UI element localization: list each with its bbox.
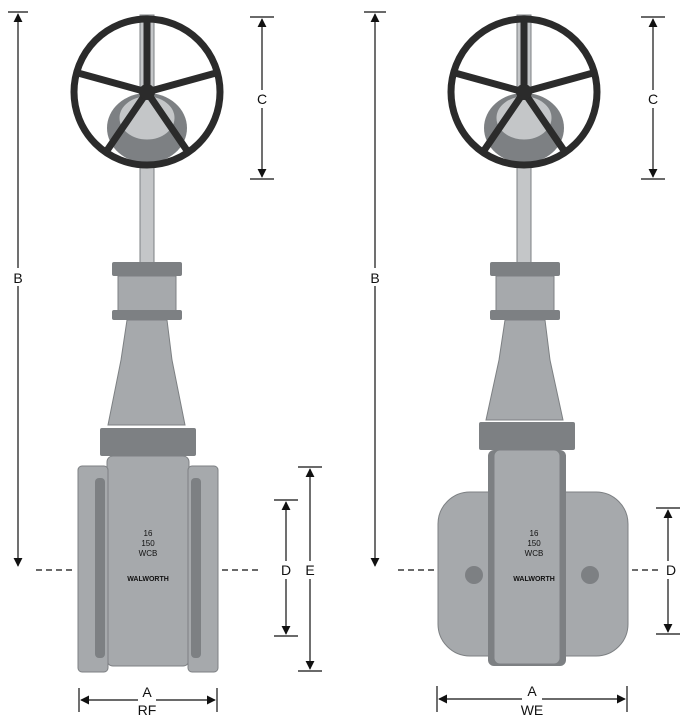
left-marking-material: WCB (139, 549, 158, 558)
right-bonnet-flange (479, 422, 575, 450)
left-label-c: C (257, 91, 267, 107)
left-marking-size: 16 (144, 529, 153, 538)
left-bonnet-flange (100, 428, 196, 456)
right-end-type: WE (521, 702, 544, 717)
right-label-a: A (527, 683, 537, 699)
left-brand-logo: WALWORTH (127, 576, 169, 583)
left-label-b: B (13, 270, 22, 286)
left-label-a: A (142, 684, 152, 700)
right-brand-logo: WALWORTH (513, 576, 555, 583)
left-body (106, 455, 190, 667)
left-end-type: RF (138, 702, 157, 717)
left-valve: 16 150 WCB WALWORTH (70, 14, 224, 673)
right-marking-material: WCB (525, 549, 544, 558)
right-label-d: D (666, 562, 676, 578)
right-label-c: C (648, 91, 658, 107)
left-handwheel (70, 15, 224, 169)
right-dimension-labels: B C D A WE (367, 90, 676, 718)
left-label-d: D (281, 562, 291, 578)
left-yoke (112, 262, 182, 320)
right-label-b: B (370, 270, 379, 286)
right-handwheel (447, 15, 601, 169)
right-marking-size: 16 (530, 529, 539, 538)
left-label-e: E (305, 562, 314, 578)
right-yoke (490, 262, 560, 320)
right-valve: 16 150 WCB WALWORTH (437, 14, 629, 666)
right-bonnet (485, 319, 564, 421)
left-dimensions (8, 11, 322, 712)
right-marking-rating: 150 (527, 539, 541, 548)
left-dimension-labels: B C D E A RF (10, 90, 318, 718)
left-marking-rating: 150 (141, 539, 155, 548)
left-bonnet (107, 319, 186, 426)
